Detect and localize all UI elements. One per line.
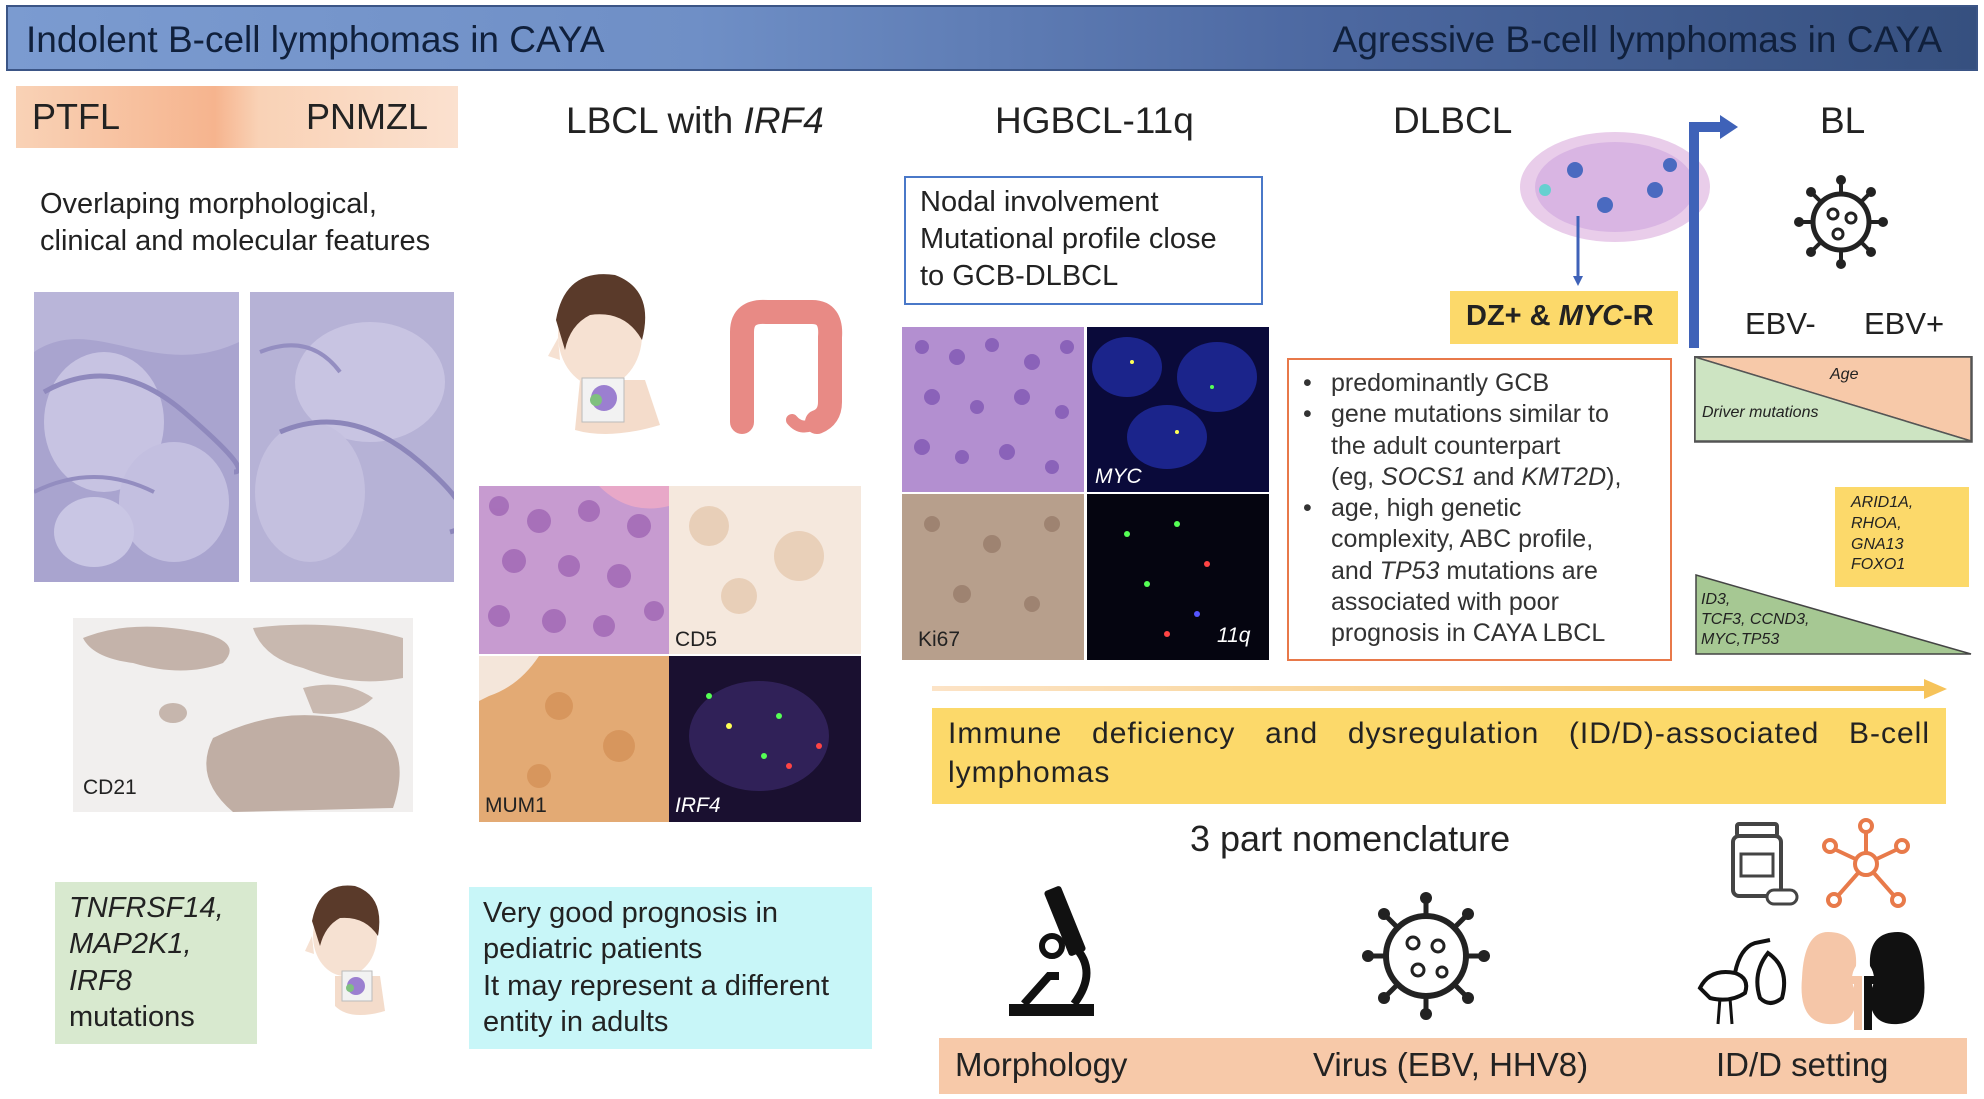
lbcl-prognosis-box: Very good prognosis in pediatric patient… — [469, 887, 872, 1049]
hgbcl-he-image — [902, 327, 1084, 492]
bl-genes-triangle: ID3, TCF3, CCND3, MYC,TP53 — [1695, 574, 1973, 656]
ki67-stain-image: Ki67 — [902, 494, 1084, 660]
nomenclature-bar — [939, 1038, 1967, 1094]
gradient-arrow — [932, 678, 1948, 700]
colon-icon — [722, 292, 847, 437]
ptfl-label: PTFL — [32, 96, 121, 137]
driver-mutations-label: Driver mutations — [1702, 404, 1819, 421]
head-neck-icon — [520, 260, 670, 440]
stork-icon — [1690, 928, 1792, 1026]
11q-fish-image: 11q — [1087, 494, 1269, 660]
cd21-stain-image: CD21 — [73, 618, 413, 812]
microscope-icon — [1004, 876, 1104, 1022]
age-driver-triangles: Age Driver mutations — [1694, 356, 1974, 444]
lbcl-he-image — [479, 486, 669, 654]
cd21-label: CD21 — [83, 776, 137, 799]
virus-icon — [1358, 888, 1494, 1024]
ebv-neg-label: EBV- — [1745, 306, 1816, 341]
dlbcl-title: DLBCL — [1393, 100, 1513, 141]
head-neck-icon — [290, 876, 400, 1026]
ptfl-pnmzl-header — [16, 86, 458, 148]
virus-label: Virus (EBV, HHV8) — [1313, 1046, 1589, 1083]
myc-fish-image: MYC — [1087, 327, 1269, 492]
mum1-label: MUM1 — [485, 794, 547, 817]
kidney-icon — [1798, 926, 1930, 1030]
virus-icon — [1793, 172, 1889, 272]
header-banner: Indolent B-cell lymphomas in CAYA Agress… — [6, 5, 1978, 71]
11q-label: 11q — [1217, 624, 1251, 647]
myc-label: MYC — [1095, 465, 1142, 488]
dlbcl-features-box: •predominantly GCB •gene mutations simil… — [1287, 358, 1672, 661]
banner-left-title: Indolent B-cell lymphomas in CAYA — [26, 19, 605, 60]
lymph-cell-icon — [1515, 130, 1715, 245]
ebv-pos-label: EBV+ — [1864, 306, 1945, 341]
cd5-stain-image: CD5 — [669, 486, 861, 654]
irf4-label: IRF4 — [675, 794, 721, 817]
age-label: Age — [1830, 366, 1859, 383]
bl-genes-top-box: ARID1A, RHOA, GNA13 FOXO1 — [1835, 487, 1969, 587]
cd5-label: CD5 — [675, 628, 718, 651]
bl-arrow — [1688, 112, 1748, 348]
lbcl-irf4-title: LBCL with IRF4 — [566, 100, 824, 141]
idd-setting-label: ID/D setting — [1716, 1046, 1889, 1083]
ki67-label: Ki67 — [918, 628, 961, 651]
irf4-fish-image: IRF4 — [669, 656, 861, 822]
network-icon — [1820, 818, 1912, 910]
pnmzl-histology-image — [250, 292, 454, 582]
pnmzl-label: PNMZL — [306, 96, 429, 137]
ptfl-histology-image — [34, 292, 239, 582]
dz-arrow — [1572, 216, 1584, 288]
mum1-stain-image: MUM1 — [479, 656, 669, 822]
morphology-label: Morphology — [955, 1046, 1128, 1083]
banner-right-title: Agressive B-cell lymphomas in CAYA — [1332, 19, 1942, 60]
bl-title: BL — [1820, 100, 1866, 141]
idd-title-box: Immune deficiency and dysregulation (ID/… — [932, 708, 1946, 804]
overlap-text: Overlaping morphological, clinical and m… — [40, 188, 431, 258]
hgbcl-11q-title: HGBCL-11q — [995, 100, 1194, 141]
hgbcl-features-box: Nodal involvement Mutational profile clo… — [904, 176, 1263, 305]
pill-bottle-icon — [1727, 820, 1799, 908]
indolent-mutations-box: TNFRSF14, MAP2K1, IRF8 mutations — [55, 882, 257, 1044]
nomenclature-title: 3 part nomenclature — [1190, 818, 1511, 859]
dz-myc-box: DZ+ & MYC-R — [1450, 291, 1678, 344]
